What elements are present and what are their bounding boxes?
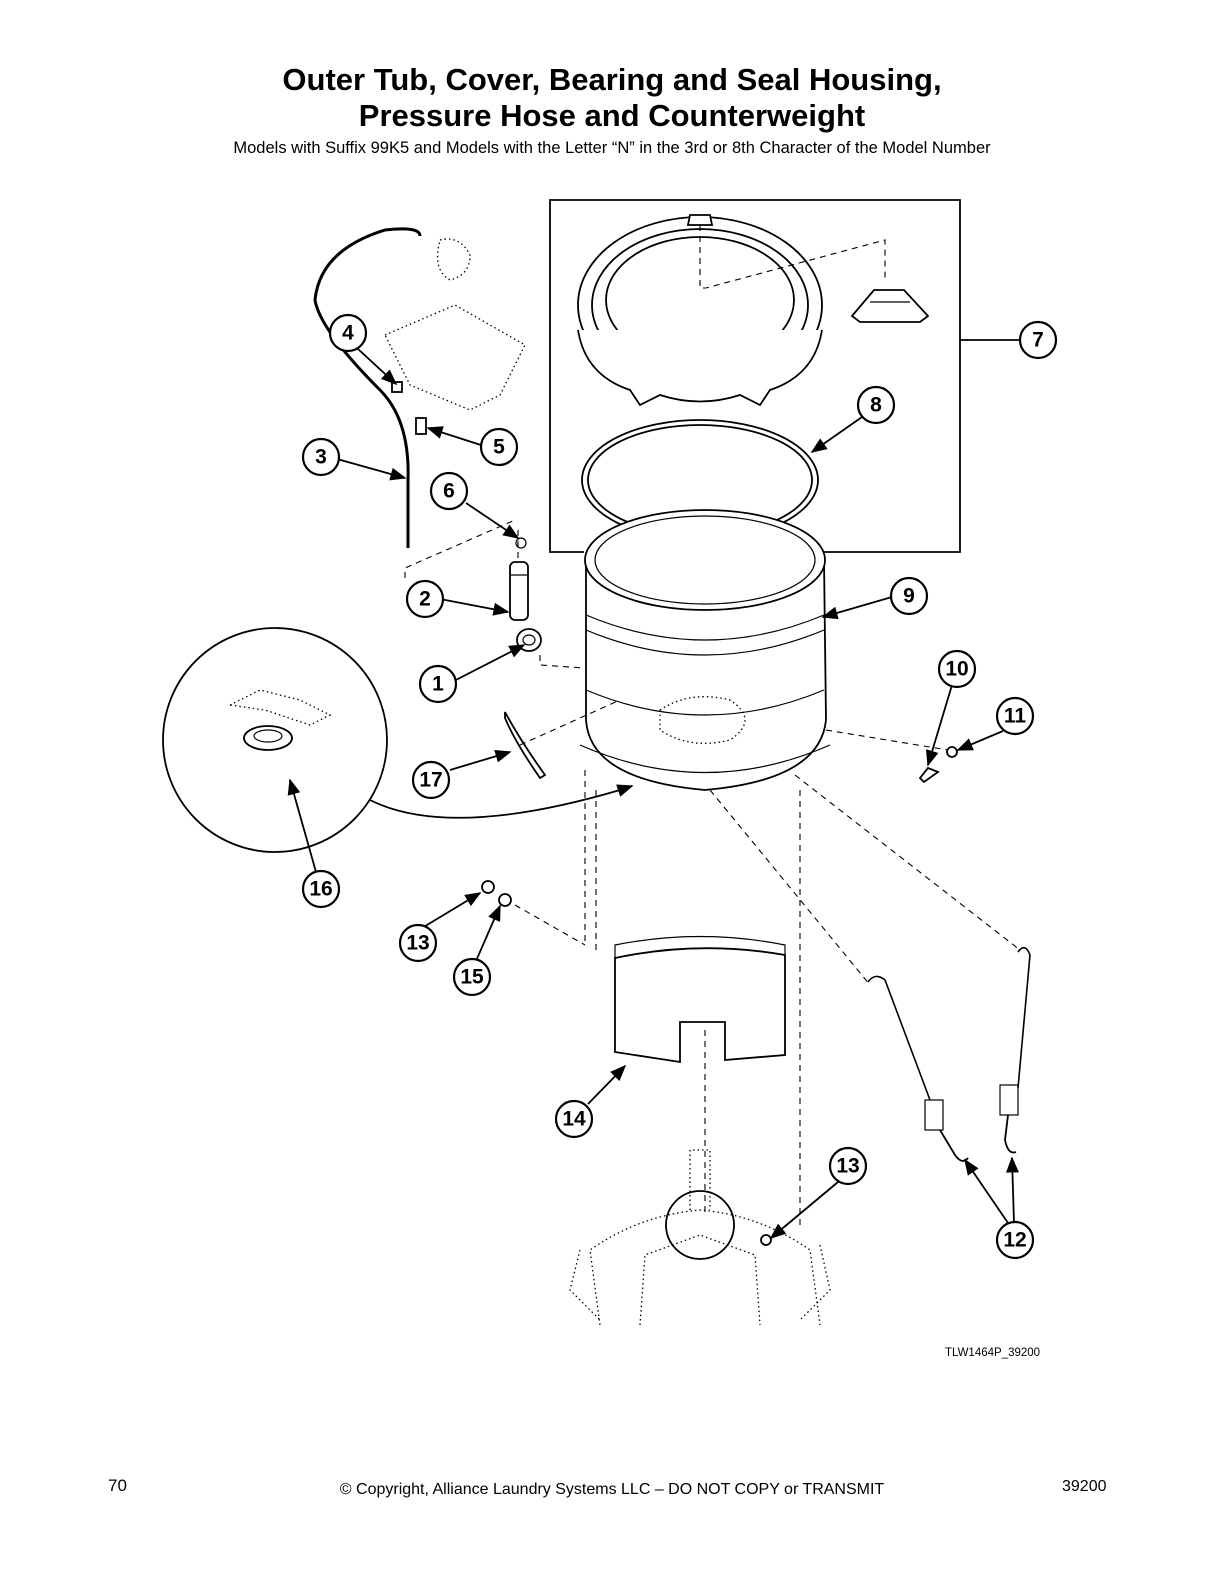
svg-text:6: 6 [443,480,455,503]
callout-14: 14 [554,1099,594,1139]
svg-text:11: 11 [1004,705,1027,728]
page-title-line-2: Pressure Hose and Counterweight [358,98,866,133]
hose-clip-part [391,381,403,393]
callout-8: 8 [856,385,896,425]
svg-text:16: 16 [309,878,332,901]
svg-text:15: 15 [460,966,484,989]
pressure-hose-part [313,227,422,548]
callout-7: 7 [1018,320,1058,360]
svg-text:13: 13 [406,932,429,955]
callout-13-upper: 13 [398,923,438,963]
cover-fill-funnel-part [850,289,930,323]
bracket-screw-part [946,746,958,758]
control-console-outline [384,238,526,411]
callout-2: 2 [405,579,445,619]
seal-housing-detail-circle [162,627,621,853]
outer-tub-part [579,509,831,791]
counterweight-washer-part [498,893,512,907]
tub-bracket-part [918,766,940,784]
svg-text:17: 17 [419,769,442,792]
callout-11: 11 [995,696,1035,736]
counterweight-bolt-part [481,880,495,894]
document-number: 39200 [1062,1478,1107,1495]
page-subtitle: Models with Suffix 99K5 and Models with … [233,139,991,157]
pressure-hose-nozzle-part [509,561,529,621]
copyright-notice: © Copyright, Alliance Laundry Systems LL… [339,1481,885,1498]
callout-12: 12 [995,1220,1035,1260]
svg-text:2: 2 [419,588,431,611]
callout-13-lower: 13 [828,1146,868,1186]
svg-text:14: 14 [562,1108,586,1131]
svg-text:1: 1 [432,673,444,696]
figure-reference-code: TLW1464P_39200 [945,1347,1041,1359]
svg-text:12: 12 [1003,1229,1026,1252]
tub-cover-part [577,214,886,407]
leader-lines [287,339,1022,1240]
hose-clamp-part [515,537,527,549]
svg-text:3: 3 [315,446,327,469]
callout-9: 9 [889,576,929,616]
transmission-base-outline [569,1149,831,1326]
callout-4: 4 [328,313,368,353]
callout-15: 15 [452,957,492,997]
callout-3: 3 [301,437,341,477]
page-number: 70 [108,1476,127,1495]
tub-label-part [504,711,547,780]
svg-text:8: 8 [870,394,882,417]
counterweight-part [614,935,786,1064]
callout-17: 17 [411,760,451,800]
svg-text:4: 4 [342,322,354,345]
callout-16: 16 [301,869,341,909]
suspension-spring-left-part [867,975,969,1162]
cover-group-bracket [549,199,961,553]
callout-5: 5 [479,427,519,467]
callout-10: 10 [937,649,977,689]
svg-text:13: 13 [836,1155,859,1178]
suspension-spring-right-part [999,946,1031,1154]
svg-text:5: 5 [493,436,505,459]
page-title-line-1: Outer Tub, Cover, Bearing and Seal Housi… [282,62,942,97]
svg-text:7: 7 [1032,329,1044,352]
hose-retainer-part [415,417,427,435]
svg-text:9: 9 [903,585,915,608]
callout-6: 6 [429,471,469,511]
svg-text:10: 10 [945,658,968,681]
lower-bolt-part [760,1234,772,1246]
callout-1: 1 [418,664,458,704]
